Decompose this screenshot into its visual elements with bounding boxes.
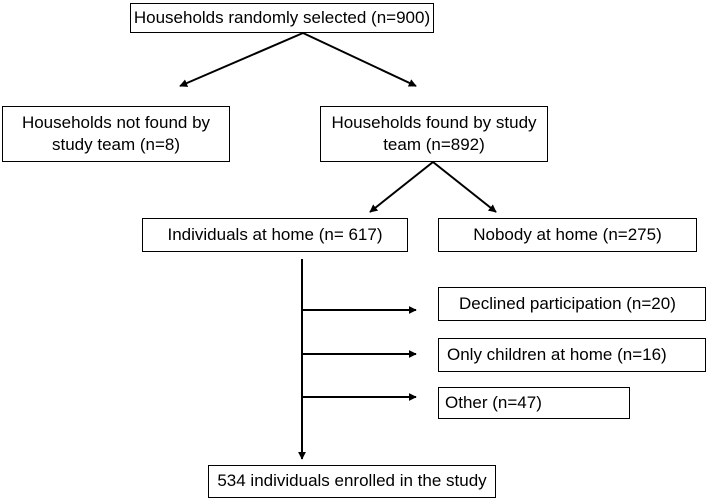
- found-label-line-1: Households found by study: [331, 113, 537, 132]
- found-box: Households found by study team (n=892): [320, 106, 548, 162]
- arrow-root-to-not-found: [179, 32, 304, 87]
- declined-label: Declined participation (n=20): [459, 294, 676, 313]
- arrow-found-to-individuals: [369, 161, 434, 213]
- found-label-line-2: team (n=892): [383, 135, 485, 154]
- root-label: Households randomly selected (n=900): [133, 8, 431, 27]
- individuals-home-box: Individuals at home (n= 617): [142, 218, 408, 252]
- arrow-found-to-nobody: [432, 161, 497, 213]
- declined-box: Declined participation (n=20): [438, 287, 706, 321]
- enrolled-box: 534 individuals enrolled in the study: [208, 465, 496, 498]
- not-found-label-line-2: study team (n=8): [51, 135, 181, 154]
- nobody-home-box: Nobody at home (n=275): [438, 218, 697, 252]
- only-children-label: Only children at home (n=16): [447, 345, 667, 364]
- other-box: Other (n=47): [438, 387, 630, 419]
- root-box: Households randomly selected (n=900): [130, 3, 434, 33]
- arrow-root-to-found: [302, 32, 417, 87]
- other-label: Other (n=47): [445, 393, 542, 412]
- not-found-box: Households not found by study team (n=8): [2, 106, 230, 162]
- nobody-home-label: Nobody at home (n=275): [473, 225, 662, 244]
- not-found-label-line-1: Households not found by: [21, 113, 211, 132]
- individuals-home-label: Individuals at home (n= 617): [167, 225, 383, 244]
- only-children-box: Only children at home (n=16): [438, 338, 706, 372]
- enrolled-label: 534 individuals enrolled in the study: [217, 471, 487, 490]
